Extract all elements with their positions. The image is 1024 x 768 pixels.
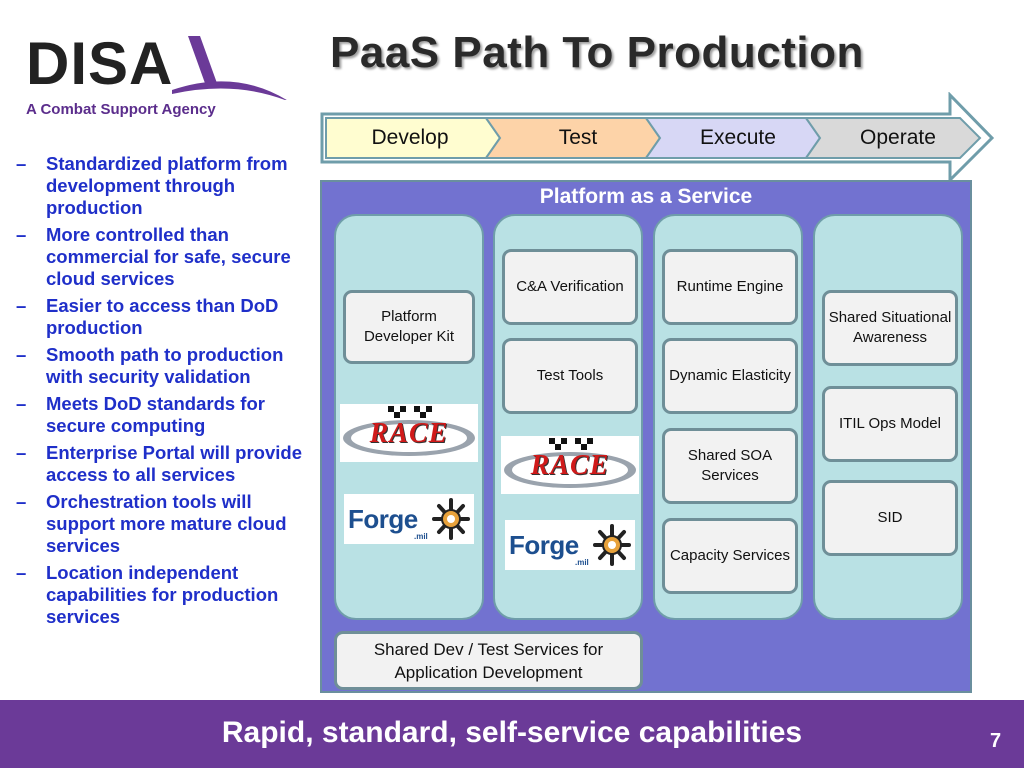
- ca-verification-box: C&A Verification: [502, 249, 638, 325]
- forge-mil-logo: Forge .mil: [344, 494, 474, 544]
- phase-arrow: [320, 92, 995, 182]
- bullet-text: Standardized platform from development t…: [46, 153, 288, 218]
- paas-title: Platform as a Service: [539, 185, 753, 208]
- checkered-flags-icon: [504, 438, 636, 488]
- forge-gear-icon: [593, 524, 631, 566]
- sid-box: SID: [822, 480, 958, 556]
- bullet-text: Meets DoD standards for secure computing: [46, 393, 265, 436]
- dynamic-elasticity-box: Dynamic Elasticity: [662, 338, 798, 414]
- phase-segment-operate: [804, 117, 982, 159]
- bullet-text: Orchestration tools will support more ma…: [46, 491, 287, 556]
- dash-marker: –: [16, 442, 27, 463]
- column-operate: Shared Situational Awareness ITIL Ops Mo…: [813, 214, 963, 620]
- bullet-item: –Standardized platform from development …: [14, 153, 316, 219]
- footer-tagline: Rapid, standard, self-service capabiliti…: [221, 716, 803, 749]
- bullet-item: –Enterprise Portal will provide access t…: [14, 442, 316, 486]
- dash-marker: –: [16, 153, 27, 174]
- shared-soa-services-box: Shared SOA Services: [662, 428, 798, 504]
- test-tools-box: Test Tools: [502, 338, 638, 414]
- column-develop: Platform Developer Kit RACE Forge .mil: [334, 214, 484, 620]
- shared-situational-awareness-box: Shared Situational Awareness: [822, 290, 958, 366]
- forge-logo-sub: .mil: [414, 532, 428, 541]
- page-title: PaaS Path To Production: [330, 28, 864, 77]
- forge-mil-logo: Forge .mil: [505, 520, 635, 570]
- bullet-text: Location independent capabilities for pr…: [46, 562, 279, 627]
- agency-tagline: A Combat Support Agency: [26, 101, 216, 118]
- bullet-list: –Standardized platform from development …: [14, 153, 316, 633]
- footer-bar: Rapid, standard, self-service capabiliti…: [0, 700, 1024, 768]
- forge-logo-sub: .mil: [575, 558, 589, 567]
- dash-marker: –: [16, 491, 27, 512]
- phase-label-develop: Develop: [371, 126, 449, 149]
- bullet-item: –More controlled than commercial for saf…: [14, 224, 316, 290]
- forge-gear-icon: [432, 498, 470, 540]
- bullet-item: –Easier to access than DoD production: [14, 295, 316, 339]
- bullet-item: –Smooth path to production with security…: [14, 344, 316, 388]
- forge-logo-text: Forge: [348, 504, 418, 534]
- forge-logo-text: Forge: [509, 530, 579, 560]
- phase-label-execute: Execute: [700, 126, 776, 149]
- race-logo-text: RACE: [530, 450, 610, 481]
- race-logo-text: RACE: [369, 418, 449, 449]
- phase-label-operate: Operate: [860, 126, 936, 149]
- platform-developer-kit-box: Platform Developer Kit: [343, 290, 475, 364]
- page-number: 7: [990, 730, 1002, 752]
- runtime-engine-box: Runtime Engine: [662, 249, 798, 325]
- bullet-item: –Orchestration tools will support more m…: [14, 491, 316, 557]
- checkered-flags-icon: [343, 406, 475, 456]
- paas-panel: Platform as a Service Platform Developer…: [320, 180, 972, 693]
- dash-marker: –: [16, 393, 27, 414]
- bullet-text: Enterprise Portal will provide access to…: [46, 442, 302, 485]
- dash-marker: –: [16, 344, 27, 365]
- itil-ops-model-box: ITIL Ops Model: [822, 386, 958, 462]
- race-logo: RACE: [501, 436, 639, 494]
- shared-dev-test-services-box: Shared Dev / Test Services for Applicati…: [334, 631, 643, 690]
- bullet-text: More controlled than commercial for safe…: [46, 224, 291, 289]
- column-test: C&A Verification Test Tools RACE Forge .…: [493, 214, 643, 620]
- disa-logo-text: DISA: [26, 30, 173, 97]
- column-execute: Runtime Engine Dynamic Elasticity Shared…: [653, 214, 803, 620]
- disa-swoosh-graphic: DISA: [26, 30, 287, 100]
- dash-marker: –: [16, 562, 27, 583]
- disa-logo: DISA: [22, 28, 292, 100]
- dash-marker: –: [16, 295, 27, 316]
- capacity-services-box: Capacity Services: [662, 518, 798, 594]
- bullet-item: –Meets DoD standards for secure computin…: [14, 393, 316, 437]
- dash-marker: –: [16, 224, 27, 245]
- bullet-text: Easier to access than DoD production: [46, 295, 279, 338]
- bullet-text: Smooth path to production with security …: [46, 344, 284, 387]
- phase-label-test: Test: [558, 126, 598, 149]
- bullet-item: –Location independent capabilities for p…: [14, 562, 316, 628]
- race-logo: RACE: [340, 404, 478, 462]
